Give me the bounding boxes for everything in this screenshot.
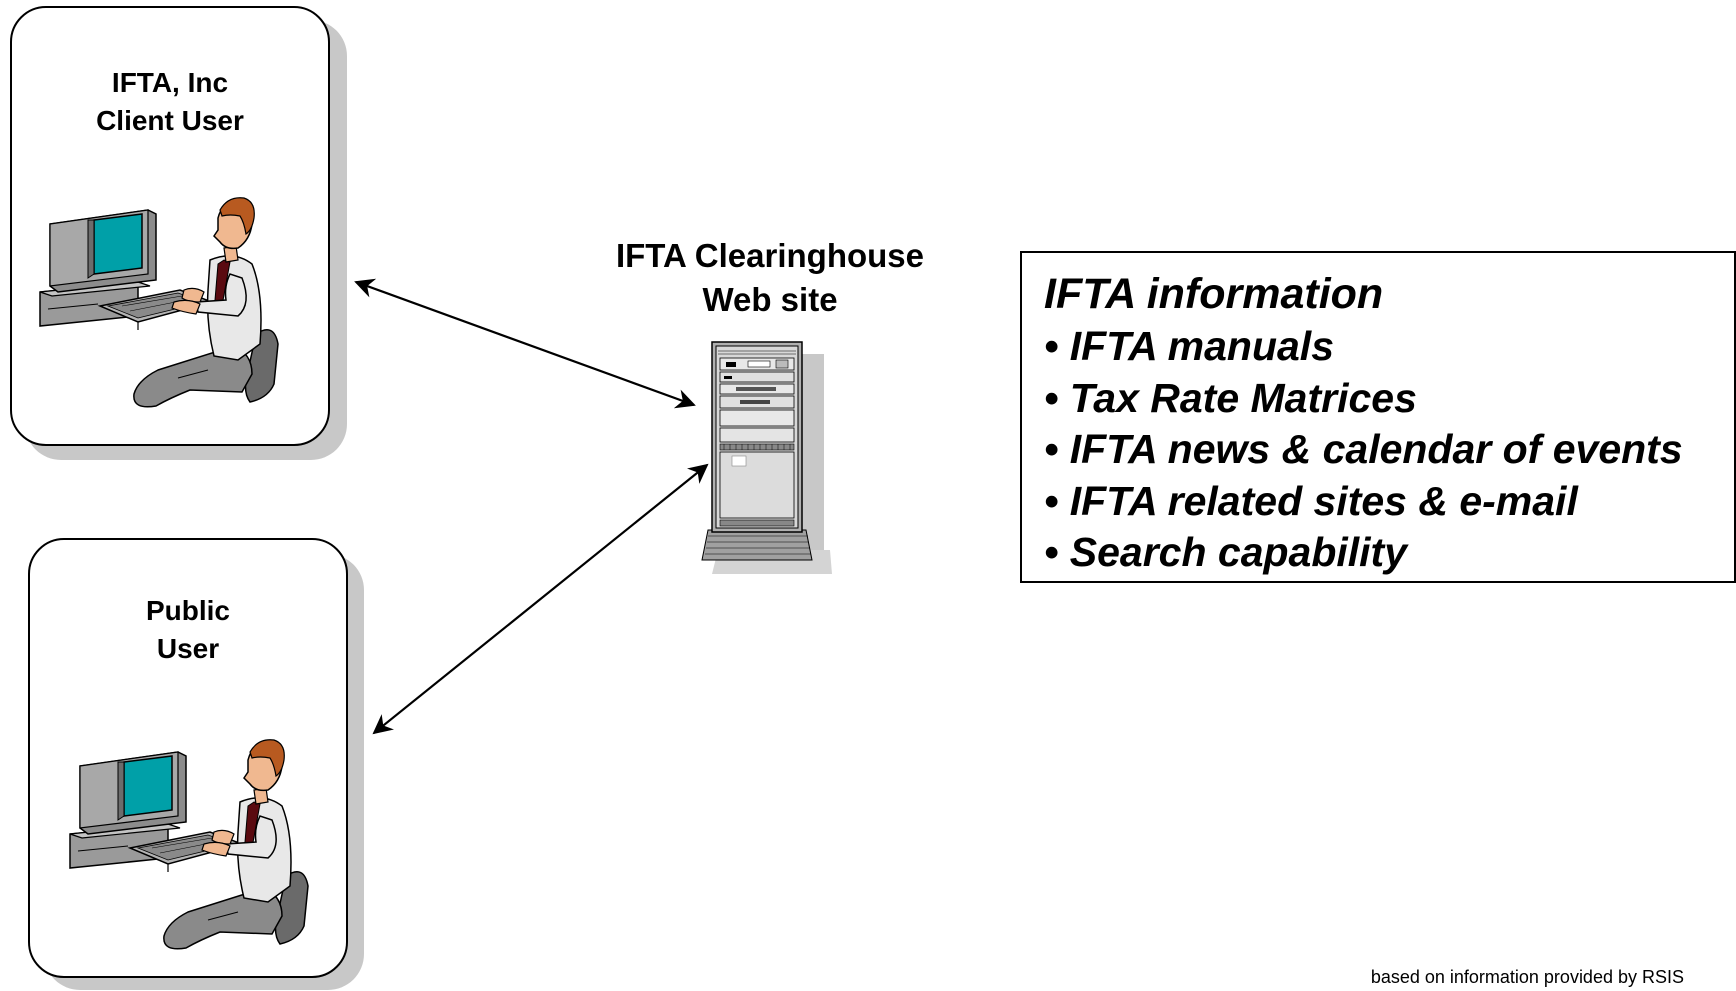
public-computer-user-icon	[69, 739, 309, 950]
client-server-arrow	[354, 278, 696, 409]
client-user-title-line2: Client User	[96, 105, 244, 136]
public-user-title-line2: User	[156, 633, 220, 664]
public-user-box: Public User	[28, 538, 348, 978]
info-item-tax-rate-matrices: • Tax Rate Matrices	[1044, 374, 1417, 421]
info-item-search: • Search capability	[1044, 529, 1408, 575]
server-title-line1: IFTA Clearinghouse	[615, 237, 925, 274]
info-item-manuals: • IFTA manuals	[1044, 323, 1335, 369]
server-title: IFTA Clearinghouse Web site	[570, 234, 970, 322]
client-user-box: IFTA, Inc Client User	[10, 6, 330, 446]
server-title-line2: Web site	[702, 281, 838, 318]
public-user-title-line1: Public	[145, 595, 230, 626]
server-icon	[701, 341, 832, 574]
credit-note: based on information provided by RSIS	[1370, 967, 1684, 987]
client-user-title: IFTA, Inc Client User	[12, 64, 328, 140]
info-heading: IFTA information	[1044, 270, 1384, 318]
info-list: • IFTA manuals • Tax Rate Matrices • IFT…	[1044, 321, 1683, 579]
info-box: IFTA information • IFTA manuals • Tax Ra…	[1020, 251, 1736, 583]
info-item-news-calendar: • IFTA news & calendar of events	[1044, 426, 1683, 472]
info-item-related-sites: • IFTA related sites & e-mail	[1044, 477, 1578, 524]
public-server-arrow	[372, 463, 709, 735]
client-user-title-line1: IFTA, Inc	[111, 67, 229, 98]
public-user-title: Public User	[30, 592, 346, 668]
client-computer-user-icon	[39, 197, 279, 408]
